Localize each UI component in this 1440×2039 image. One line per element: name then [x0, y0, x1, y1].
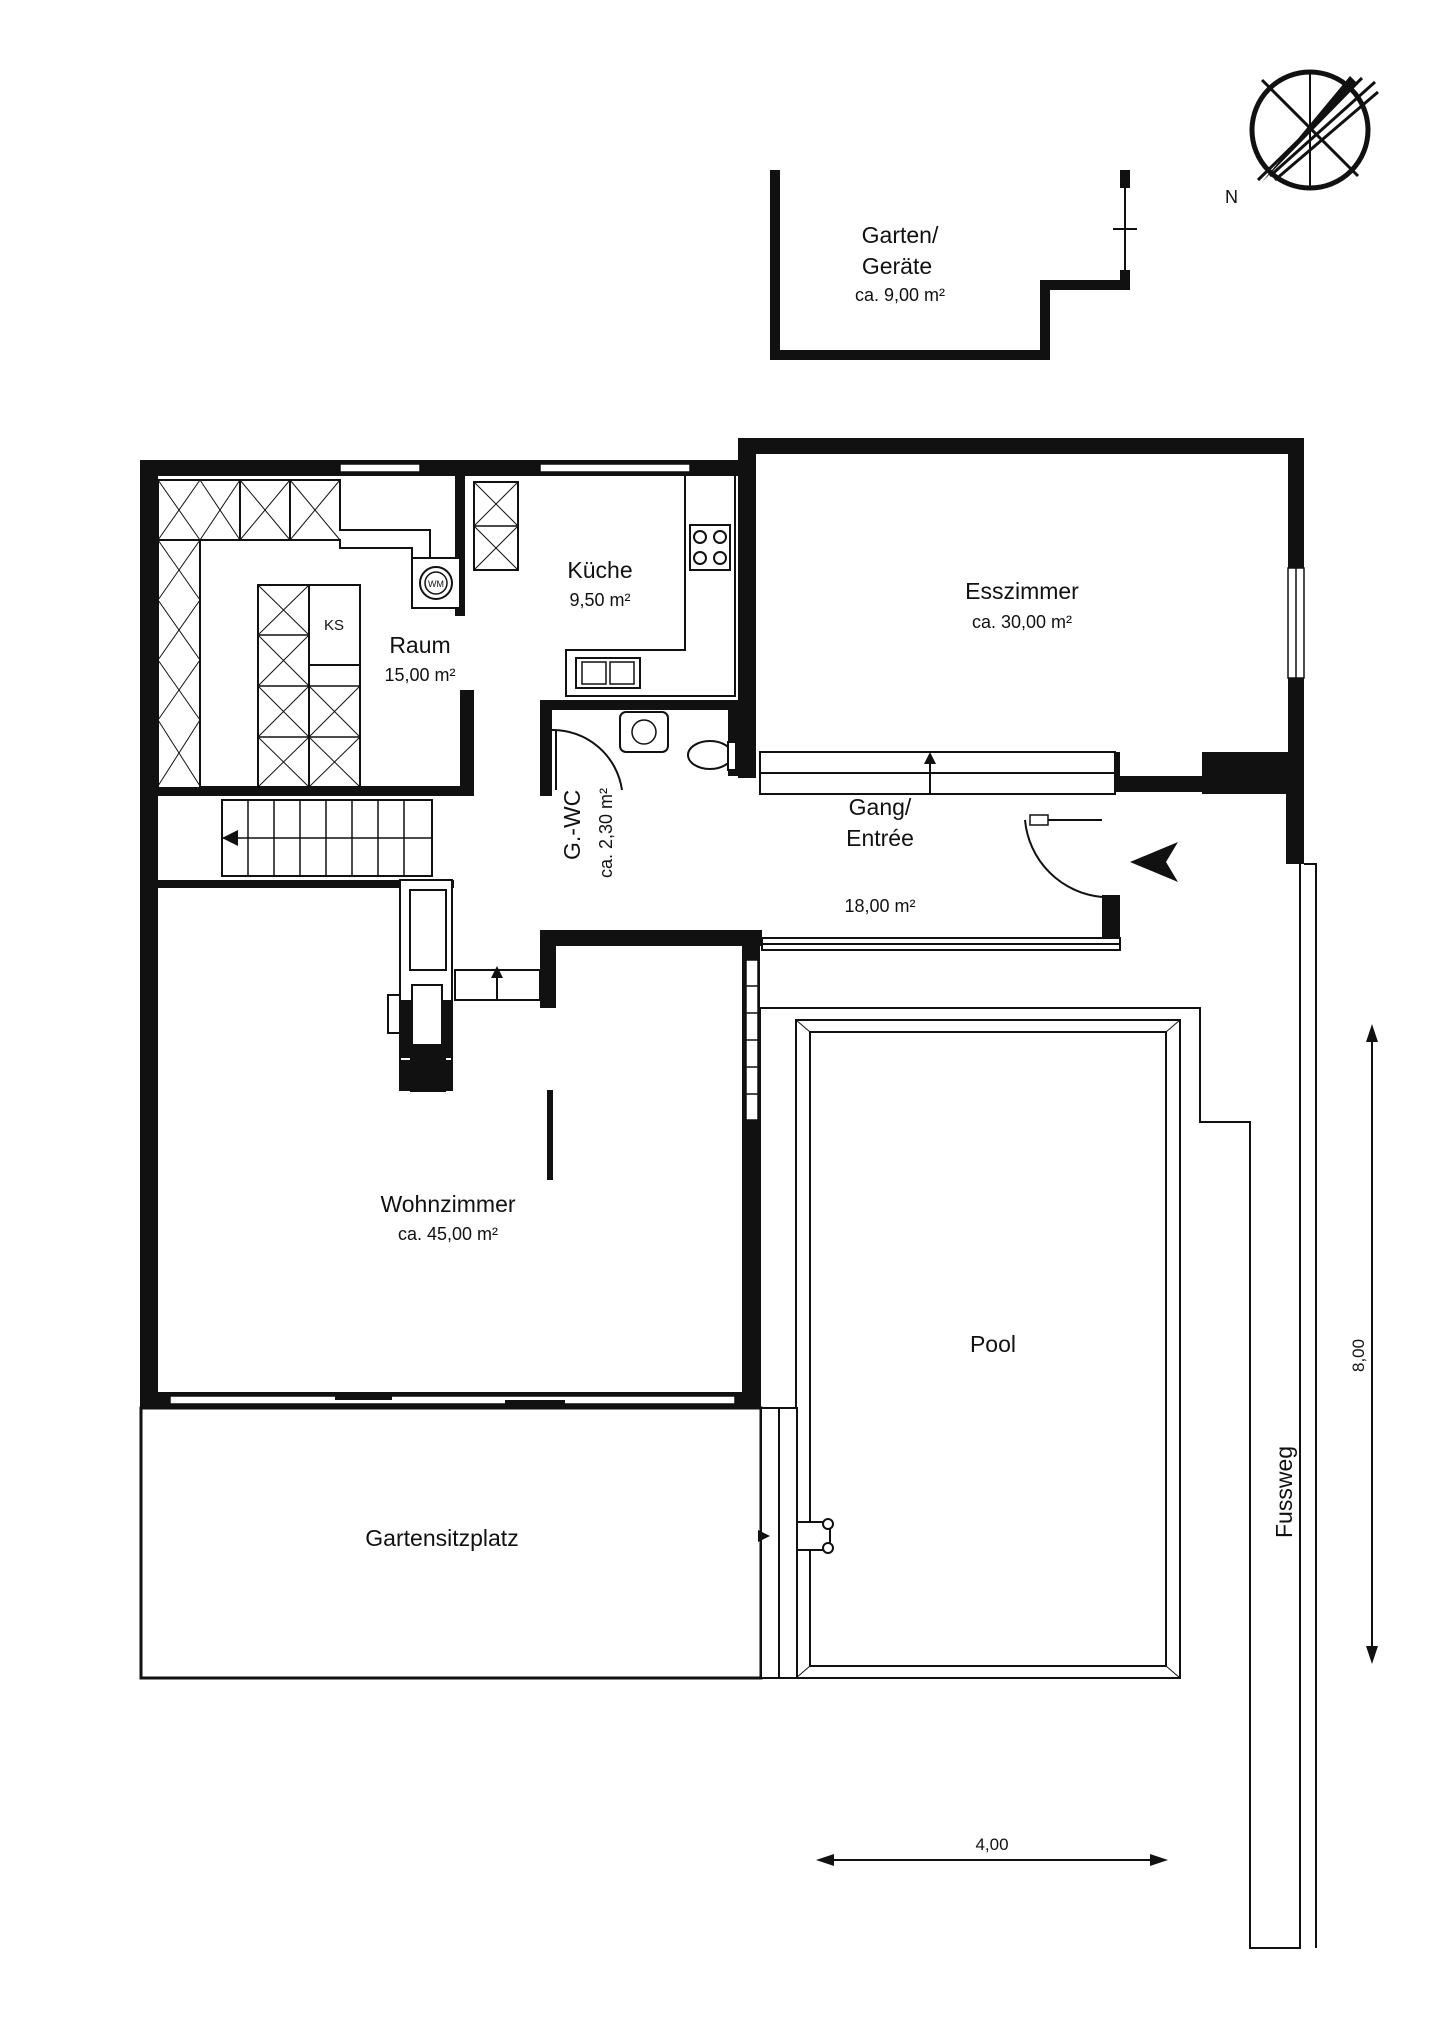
garden-shed-name-1: Garten/: [862, 222, 939, 248]
cooktop: [693, 530, 727, 565]
pool-area: [759, 862, 1301, 1949]
pool-name: Pool: [970, 1331, 1016, 1357]
footpath-outline: [1304, 863, 1317, 1948]
garden-shed-walls: [770, 170, 1137, 360]
garden-shed-area: ca. 9,00 m²: [855, 285, 945, 305]
hall-name-2: Entrée: [846, 825, 914, 851]
dimension-vertical-label: 8,00: [1349, 1339, 1368, 1372]
staircase: [221, 799, 433, 877]
dimension-horizontal: [816, 1854, 1168, 1866]
wc-name: G.-WC: [559, 790, 585, 860]
toilet-icon: [687, 740, 737, 771]
kitchen-name: Küche: [567, 557, 632, 583]
kitchen-sink: [575, 657, 641, 689]
compass-north-icon: [1249, 69, 1379, 191]
kitchen-area: 9,50 m²: [569, 590, 630, 610]
wc-area: ca. 2,30 m²: [596, 788, 616, 878]
hall-name-1: Gang/: [849, 794, 912, 820]
fridge-label: KS: [324, 617, 344, 634]
entry-arrow-icon: [1130, 842, 1178, 882]
living-name: Wohnzimmer: [380, 1191, 515, 1217]
utility-cabinets: [157, 479, 431, 789]
wc-basin: [619, 711, 669, 753]
dining-area: ca. 30,00 m²: [972, 612, 1072, 632]
dimension-horizontal-label: 4,00: [975, 1835, 1008, 1854]
garden-shed-name-2: Geräte: [862, 253, 932, 279]
terrace-name: Gartensitzplatz: [365, 1525, 518, 1551]
dining-sliding-wall: [759, 751, 1116, 795]
dining-name: Esszimmer: [965, 578, 1079, 604]
living-divider: [547, 1090, 553, 1180]
utility-area: 15,00 m²: [384, 665, 455, 685]
footpath-name: Fussweg: [1271, 1446, 1297, 1538]
storage-shelves: [257, 584, 361, 788]
living-step: [454, 966, 541, 1001]
house-walls: [140, 438, 1305, 1410]
hall-area: 18,00 m²: [844, 896, 915, 916]
washing-machine-label: WM: [428, 579, 444, 589]
utility-name: Raum: [389, 632, 450, 658]
terrace-area: [139, 1406, 798, 1680]
wc-walls: [540, 700, 738, 796]
compass-north-label: N: [1225, 187, 1238, 207]
dimension-vertical: [1366, 1024, 1378, 1664]
entry-door: [1024, 814, 1103, 898]
living-area: ca. 45,00 m²: [398, 1224, 498, 1244]
kitchen-counters: [473, 476, 736, 697]
washing-machine: [411, 557, 461, 609]
